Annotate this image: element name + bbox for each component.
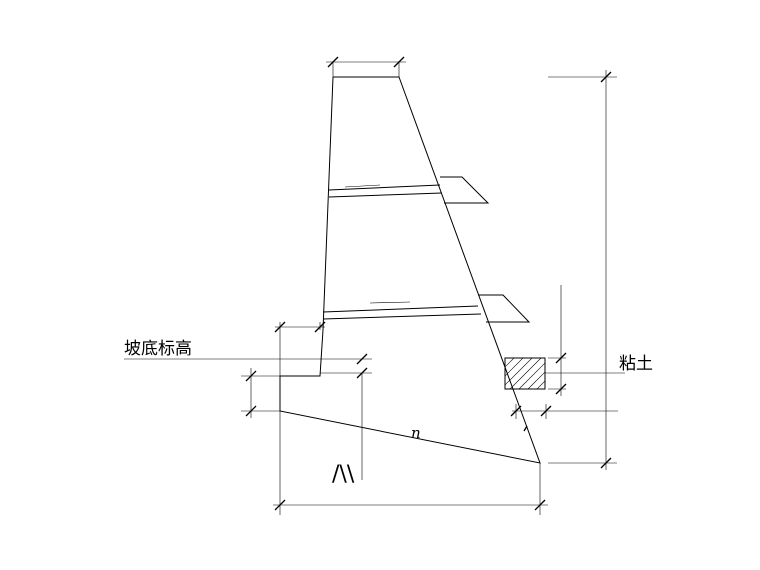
slope-bottom-elevation-label: 坡底标高 [124, 339, 192, 359]
toe-height-dimension [241, 368, 280, 418]
embedment-mark: /\\ [332, 462, 355, 487]
slope-bottom-elevation-line [124, 353, 372, 379]
total-height-dimension [548, 70, 617, 470]
clay-block [504, 357, 546, 390]
top-width-dimension [326, 56, 406, 77]
clay-height-dimension [548, 285, 567, 396]
lower-drain-pipe [322, 294, 531, 323]
slope-ratio-label: n [411, 424, 421, 442]
clay-level-line [510, 372, 625, 432]
step-width-dimension [274, 321, 326, 376]
bottom-width-dimension [273, 411, 548, 515]
upper-drain-pipe [328, 176, 490, 204]
clay-label: 粘土 [619, 354, 653, 374]
wall-body [279, 76, 541, 464]
